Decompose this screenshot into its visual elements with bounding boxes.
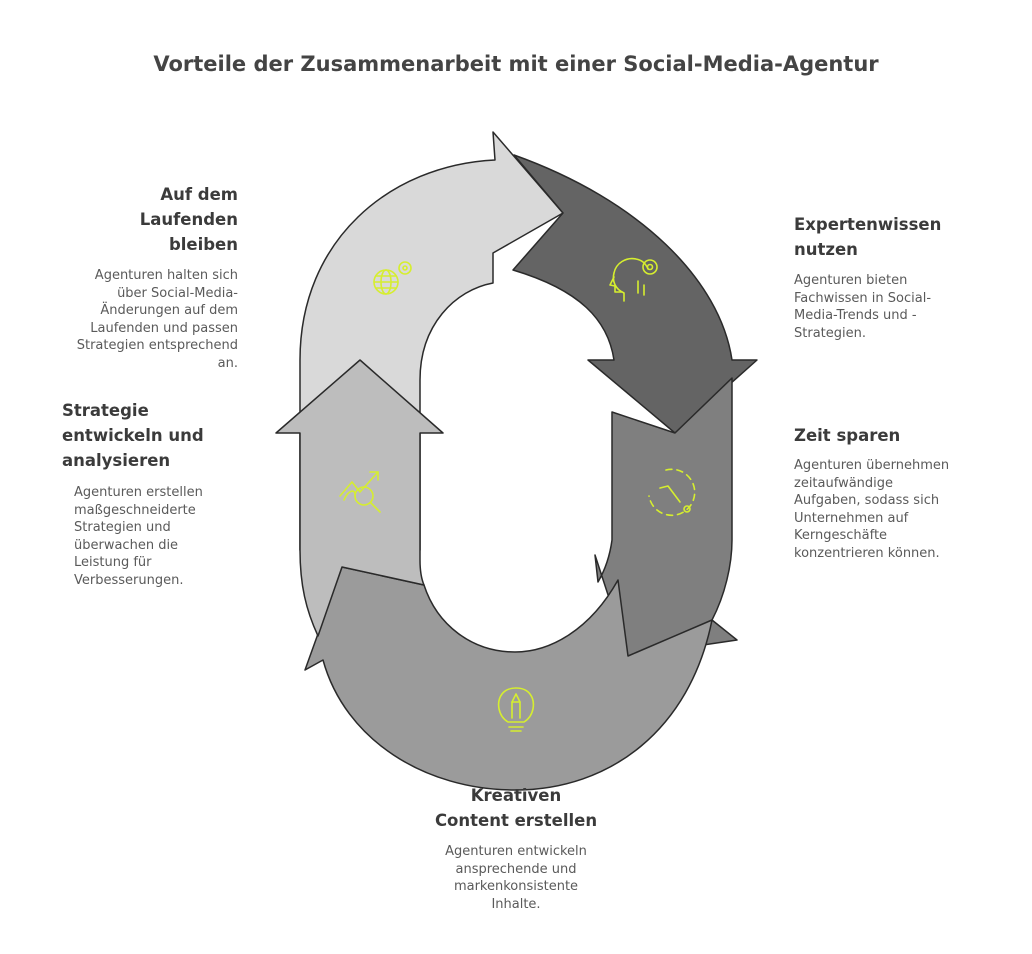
- step-description: Agenturen übernehmen zeitaufwändige Aufg…: [794, 458, 950, 561]
- step-description: Agenturen erstellen maßgeschneiderte Str…: [74, 485, 203, 588]
- step-heading: Expertenwissen nutzen: [794, 215, 942, 259]
- step-heading: Strategie entwickeln und analysieren: [62, 401, 204, 470]
- step-save-time: Zeit sparen Agenturen übernehmen zeitauf…: [794, 423, 1009, 563]
- step-description: Agenturen halten sich über Social-Media-…: [76, 268, 238, 371]
- chart-magnifier-icon: [339, 471, 381, 513]
- segment-strategy: [275, 359, 444, 637]
- step-heading: Zeit sparen: [794, 426, 901, 445]
- step-create-content: Kreativen Content erstellen Agenturen en…: [396, 783, 636, 913]
- step-expert-knowledge: Expertenwissen nutzen Agenturen bieten F…: [794, 212, 1004, 342]
- head-gear-icon: [609, 257, 658, 302]
- segment-expert-knowledge: [512, 154, 758, 434]
- diagram-title: Vorteile der Zusammenarbeit mit einer So…: [153, 52, 879, 76]
- lightbulb-pencil-icon: [497, 687, 535, 732]
- step-heading: Kreativen Content erstellen: [434, 786, 598, 830]
- globe-gear-icon: [373, 261, 412, 295]
- clock-icon: [648, 468, 696, 517]
- step-heading: Auf dem Laufenden bleiben: [139, 185, 238, 254]
- step-strategy: Strategie entwickeln und analysieren Age…: [62, 398, 262, 590]
- step-description: Agenturen entwickeln ansprechende und ma…: [445, 844, 587, 912]
- segment-create-content: [304, 566, 713, 791]
- step-description: Agenturen bieten Fachwissen in Social- M…: [794, 273, 932, 341]
- step-stay-updated: Auf dem Laufenden bleiben Agenturen halt…: [30, 182, 238, 373]
